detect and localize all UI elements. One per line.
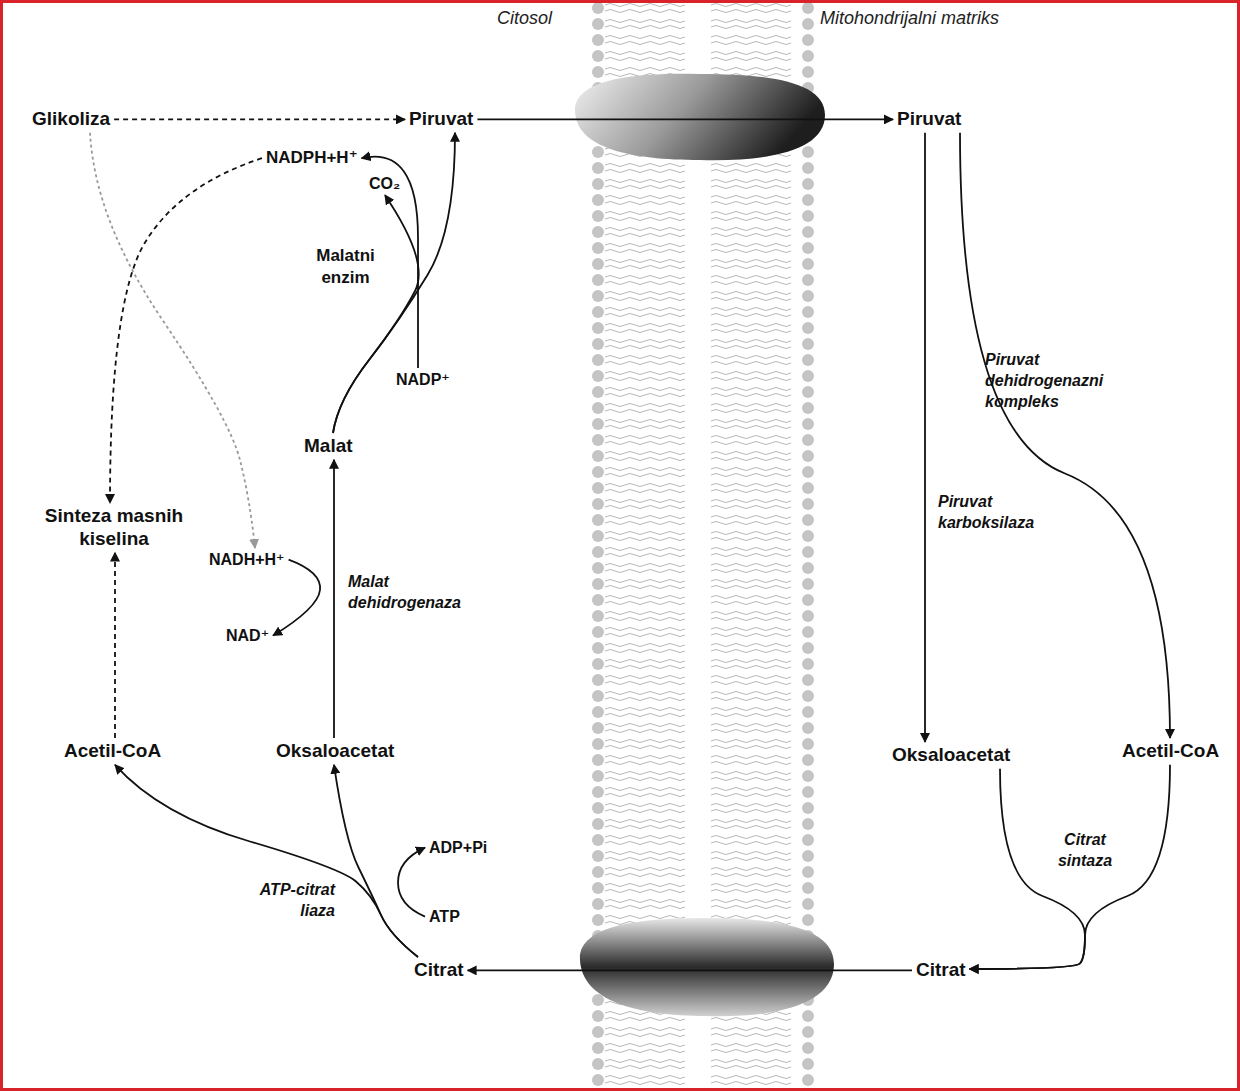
node-text: NAD⁺ (226, 626, 269, 645)
node-text: Piruvat (897, 108, 961, 131)
reaction-arrow (333, 195, 419, 433)
metabolite-node: ADP+Pi (425, 836, 491, 859)
transporter-protein (575, 74, 825, 161)
metabolite-node: Malat (300, 433, 357, 460)
reaction-arrow (90, 133, 255, 548)
metabolite-node: Piruvat (893, 106, 965, 133)
node-text: CO₂ (369, 174, 400, 193)
node-text: Citrat (916, 959, 966, 982)
node-text: Acetil-CoA (64, 740, 161, 763)
metabolite-node: Oksaloacetat (888, 742, 1014, 769)
metabolite-node: CO₂ (365, 172, 404, 195)
metabolite-node: NAD⁺ (222, 624, 273, 647)
node-text: Piruvat (409, 108, 473, 131)
node-text: ATP (429, 907, 460, 926)
compartment-label: Mitohondrijalni matriks (820, 8, 999, 29)
node-text: NADPH+H⁺ (266, 148, 358, 168)
reaction-arrow (273, 560, 320, 636)
node-text: Oksaloacetat (276, 740, 394, 763)
reaction-arrow (477, 119, 893, 121)
metabolite-node: Piruvat (405, 106, 477, 133)
node-text: Sinteza masnih kiselina (29, 505, 199, 551)
reaction-arrow (115, 765, 418, 957)
metabolite-node: Citrat (912, 957, 970, 984)
metabolite-node: NADH+H⁺ (205, 548, 289, 571)
enzyme-label: Piruvat karboksilaza (938, 492, 1068, 534)
enzyme-label: Piruvat dehidrogenazni kompleks (985, 350, 1145, 412)
node-text: Oksaloacetat (892, 744, 1010, 767)
node-text: Glikoliza (32, 108, 110, 131)
metabolite-node: NADP⁺ (392, 368, 454, 391)
node-text: Citrat (414, 959, 464, 982)
metabolite-node: Citrat (410, 957, 468, 984)
enzyme-label: Malatni enzim (298, 245, 393, 289)
node-text: NADH+H⁺ (209, 550, 285, 569)
reaction-arrow (970, 769, 1085, 969)
metabolite-node: Sinteza masnih kiselina (25, 503, 203, 553)
reaction-arrow (970, 765, 1170, 969)
reaction-arrow (468, 970, 912, 972)
reaction-arrow (114, 119, 405, 121)
metabolite-node: Glikoliza (28, 106, 114, 133)
metabolite-node: Oksaloacetat (272, 738, 398, 765)
node-text: Acetil-CoA (1122, 740, 1219, 763)
enzyme-label: Malat dehidrogenaza (348, 572, 498, 614)
reaction-arrow (398, 848, 425, 917)
transporter-protein (580, 918, 834, 1016)
reaction-arrow (110, 158, 262, 503)
node-text: ADP+Pi (429, 838, 487, 857)
metabolite-node: ATP (425, 905, 464, 928)
metabolite-node: NADPH+H⁺ (262, 146, 362, 170)
enzyme-label: Citrat sintaza (1040, 830, 1130, 872)
reaction-arrow (924, 133, 926, 742)
reaction-arrow (960, 133, 1170, 738)
node-text: Malat (304, 435, 353, 458)
reaction-arrow (333, 460, 335, 738)
metabolite-node: Acetil-CoA (1118, 738, 1223, 765)
reaction-arrow (114, 553, 116, 738)
compartment-label: Citosol (497, 8, 552, 29)
enzyme-label: ATP-citrat liaza (225, 880, 335, 922)
node-text: NADP⁺ (396, 370, 450, 389)
metabolite-node: Acetil-CoA (60, 738, 165, 765)
